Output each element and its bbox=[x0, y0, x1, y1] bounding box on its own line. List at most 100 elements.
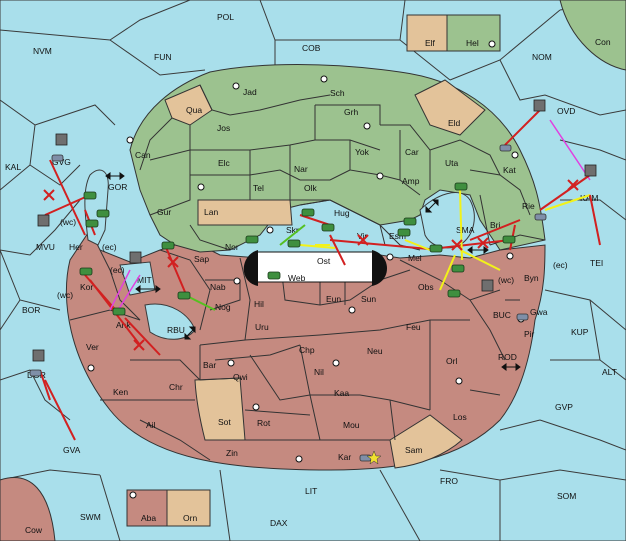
sea-kal: KAL bbox=[5, 162, 21, 172]
prov-nor: Nor bbox=[225, 242, 239, 252]
legend-orn-label: Orn bbox=[183, 513, 197, 523]
prov-skr: Skr bbox=[286, 225, 299, 235]
fleet-icon[interactable] bbox=[129, 251, 142, 264]
sea-buc: BUC bbox=[493, 310, 511, 320]
sea-kam: KAM bbox=[580, 193, 598, 203]
army-icon[interactable] bbox=[502, 235, 516, 244]
supply-center-icon bbox=[511, 151, 519, 159]
prov-qwi: Qwi bbox=[233, 372, 248, 382]
prov-pir: Pir bbox=[524, 329, 535, 339]
supply-center-icon bbox=[233, 277, 241, 285]
prov-gwa: Gwa bbox=[530, 307, 548, 317]
prov-gur: Gur bbox=[157, 207, 171, 217]
sea-ovd: OVD bbox=[557, 106, 575, 116]
legend-elf-label: Elf bbox=[425, 38, 436, 48]
army-icon[interactable] bbox=[161, 241, 175, 250]
fleet-icon[interactable] bbox=[37, 214, 50, 227]
army-icon[interactable] bbox=[85, 219, 99, 228]
supply-center-icon bbox=[506, 252, 514, 260]
sea-rod: ROD bbox=[498, 352, 517, 362]
sea-gor: GOR bbox=[108, 182, 127, 192]
fleet-icon[interactable] bbox=[533, 99, 546, 112]
army-icon[interactable] bbox=[267, 271, 281, 280]
fleet-icon[interactable] bbox=[55, 133, 68, 146]
prov-eld-shape bbox=[414, 79, 486, 136]
army-icon[interactable] bbox=[447, 289, 461, 298]
sea-nvm: NVM bbox=[33, 46, 52, 56]
prov-sun: Sun bbox=[361, 294, 376, 304]
fleet-icon[interactable] bbox=[29, 369, 42, 377]
army-icon[interactable] bbox=[287, 239, 301, 248]
fleet-icon[interactable] bbox=[32, 349, 45, 362]
army-icon[interactable] bbox=[96, 209, 110, 218]
fleet-icon[interactable] bbox=[481, 279, 494, 292]
prov-jad: Jad bbox=[243, 87, 257, 97]
supply-center-icon bbox=[363, 122, 371, 130]
prov-car: Car bbox=[405, 147, 419, 157]
supply-center-icon bbox=[348, 306, 356, 314]
supply-center-icon bbox=[455, 377, 463, 385]
army-icon[interactable] bbox=[301, 208, 315, 217]
prov-chr: Chr bbox=[169, 382, 183, 392]
prov-nog: Nog bbox=[215, 302, 231, 312]
supply-center-icon bbox=[197, 183, 205, 191]
army-icon[interactable] bbox=[429, 244, 443, 253]
army-icon[interactable] bbox=[403, 217, 417, 226]
supply-center-icon bbox=[232, 82, 240, 90]
prov-hil: Hil bbox=[254, 299, 264, 309]
supply-center-icon bbox=[376, 172, 384, 180]
prov-chp: Chp bbox=[299, 345, 315, 355]
army-icon[interactable] bbox=[112, 307, 126, 316]
sea-dax: DAX bbox=[270, 518, 288, 528]
army-icon[interactable] bbox=[321, 223, 335, 232]
prov-nab: Nab bbox=[210, 282, 226, 292]
fleet-icon[interactable] bbox=[516, 313, 529, 321]
sea-lit: LIT bbox=[305, 486, 317, 496]
army-icon[interactable] bbox=[177, 291, 191, 300]
fleet-icon[interactable] bbox=[584, 164, 597, 177]
army-icon[interactable] bbox=[397, 228, 411, 237]
army-icon[interactable] bbox=[451, 264, 465, 273]
sea-cow: Cow bbox=[25, 525, 43, 535]
supply-center-icon bbox=[320, 75, 328, 83]
passage-arrows bbox=[105, 172, 521, 371]
supply-center-icon bbox=[332, 359, 340, 367]
prov-uru: Uru bbox=[255, 322, 269, 332]
prov-ail: Ail bbox=[146, 420, 156, 430]
prov-jos: Jos bbox=[217, 123, 230, 133]
supply-center-icon bbox=[252, 403, 260, 411]
prov-obs: Obs bbox=[418, 282, 434, 292]
fleet-icon[interactable] bbox=[499, 144, 512, 152]
army-icon[interactable] bbox=[245, 235, 259, 244]
fleet-icon[interactable] bbox=[534, 213, 547, 221]
prov-amp: Amp bbox=[402, 176, 420, 186]
sea-bor: BOR bbox=[22, 305, 40, 315]
sea-tei: TEI bbox=[590, 258, 603, 268]
prov-sam: Sam bbox=[405, 445, 422, 455]
prov-olk: Olk bbox=[304, 183, 318, 193]
prov-can: Can bbox=[135, 150, 151, 160]
legend-hel-center-icon bbox=[488, 40, 496, 48]
prov-lan: Lan bbox=[204, 207, 218, 217]
prov-lan-shape bbox=[197, 199, 293, 226]
sea-wc-2: (wc) bbox=[57, 290, 73, 300]
fleet-icon[interactable] bbox=[51, 154, 64, 162]
army-icon[interactable] bbox=[83, 191, 97, 200]
army-icon[interactable] bbox=[454, 182, 468, 191]
sea-kup: KUP bbox=[571, 327, 589, 337]
prov-web: Web bbox=[288, 273, 306, 283]
prov-sch: Sch bbox=[330, 88, 345, 98]
prov-esm: Esm bbox=[389, 231, 406, 241]
prov-kar: Kar bbox=[338, 452, 351, 462]
units bbox=[29, 99, 597, 465]
star-icon bbox=[366, 450, 382, 465]
supply-center-icon bbox=[295, 455, 303, 463]
prov-byn: Byn bbox=[524, 273, 539, 283]
army-icon[interactable] bbox=[79, 267, 93, 276]
prov-bri: Bri bbox=[490, 220, 501, 230]
prov-nar: Nar bbox=[294, 164, 308, 174]
prov-her: Her bbox=[69, 242, 83, 252]
legend-aba-label: Aba bbox=[141, 513, 156, 523]
prov-eld: Eld bbox=[448, 118, 461, 128]
